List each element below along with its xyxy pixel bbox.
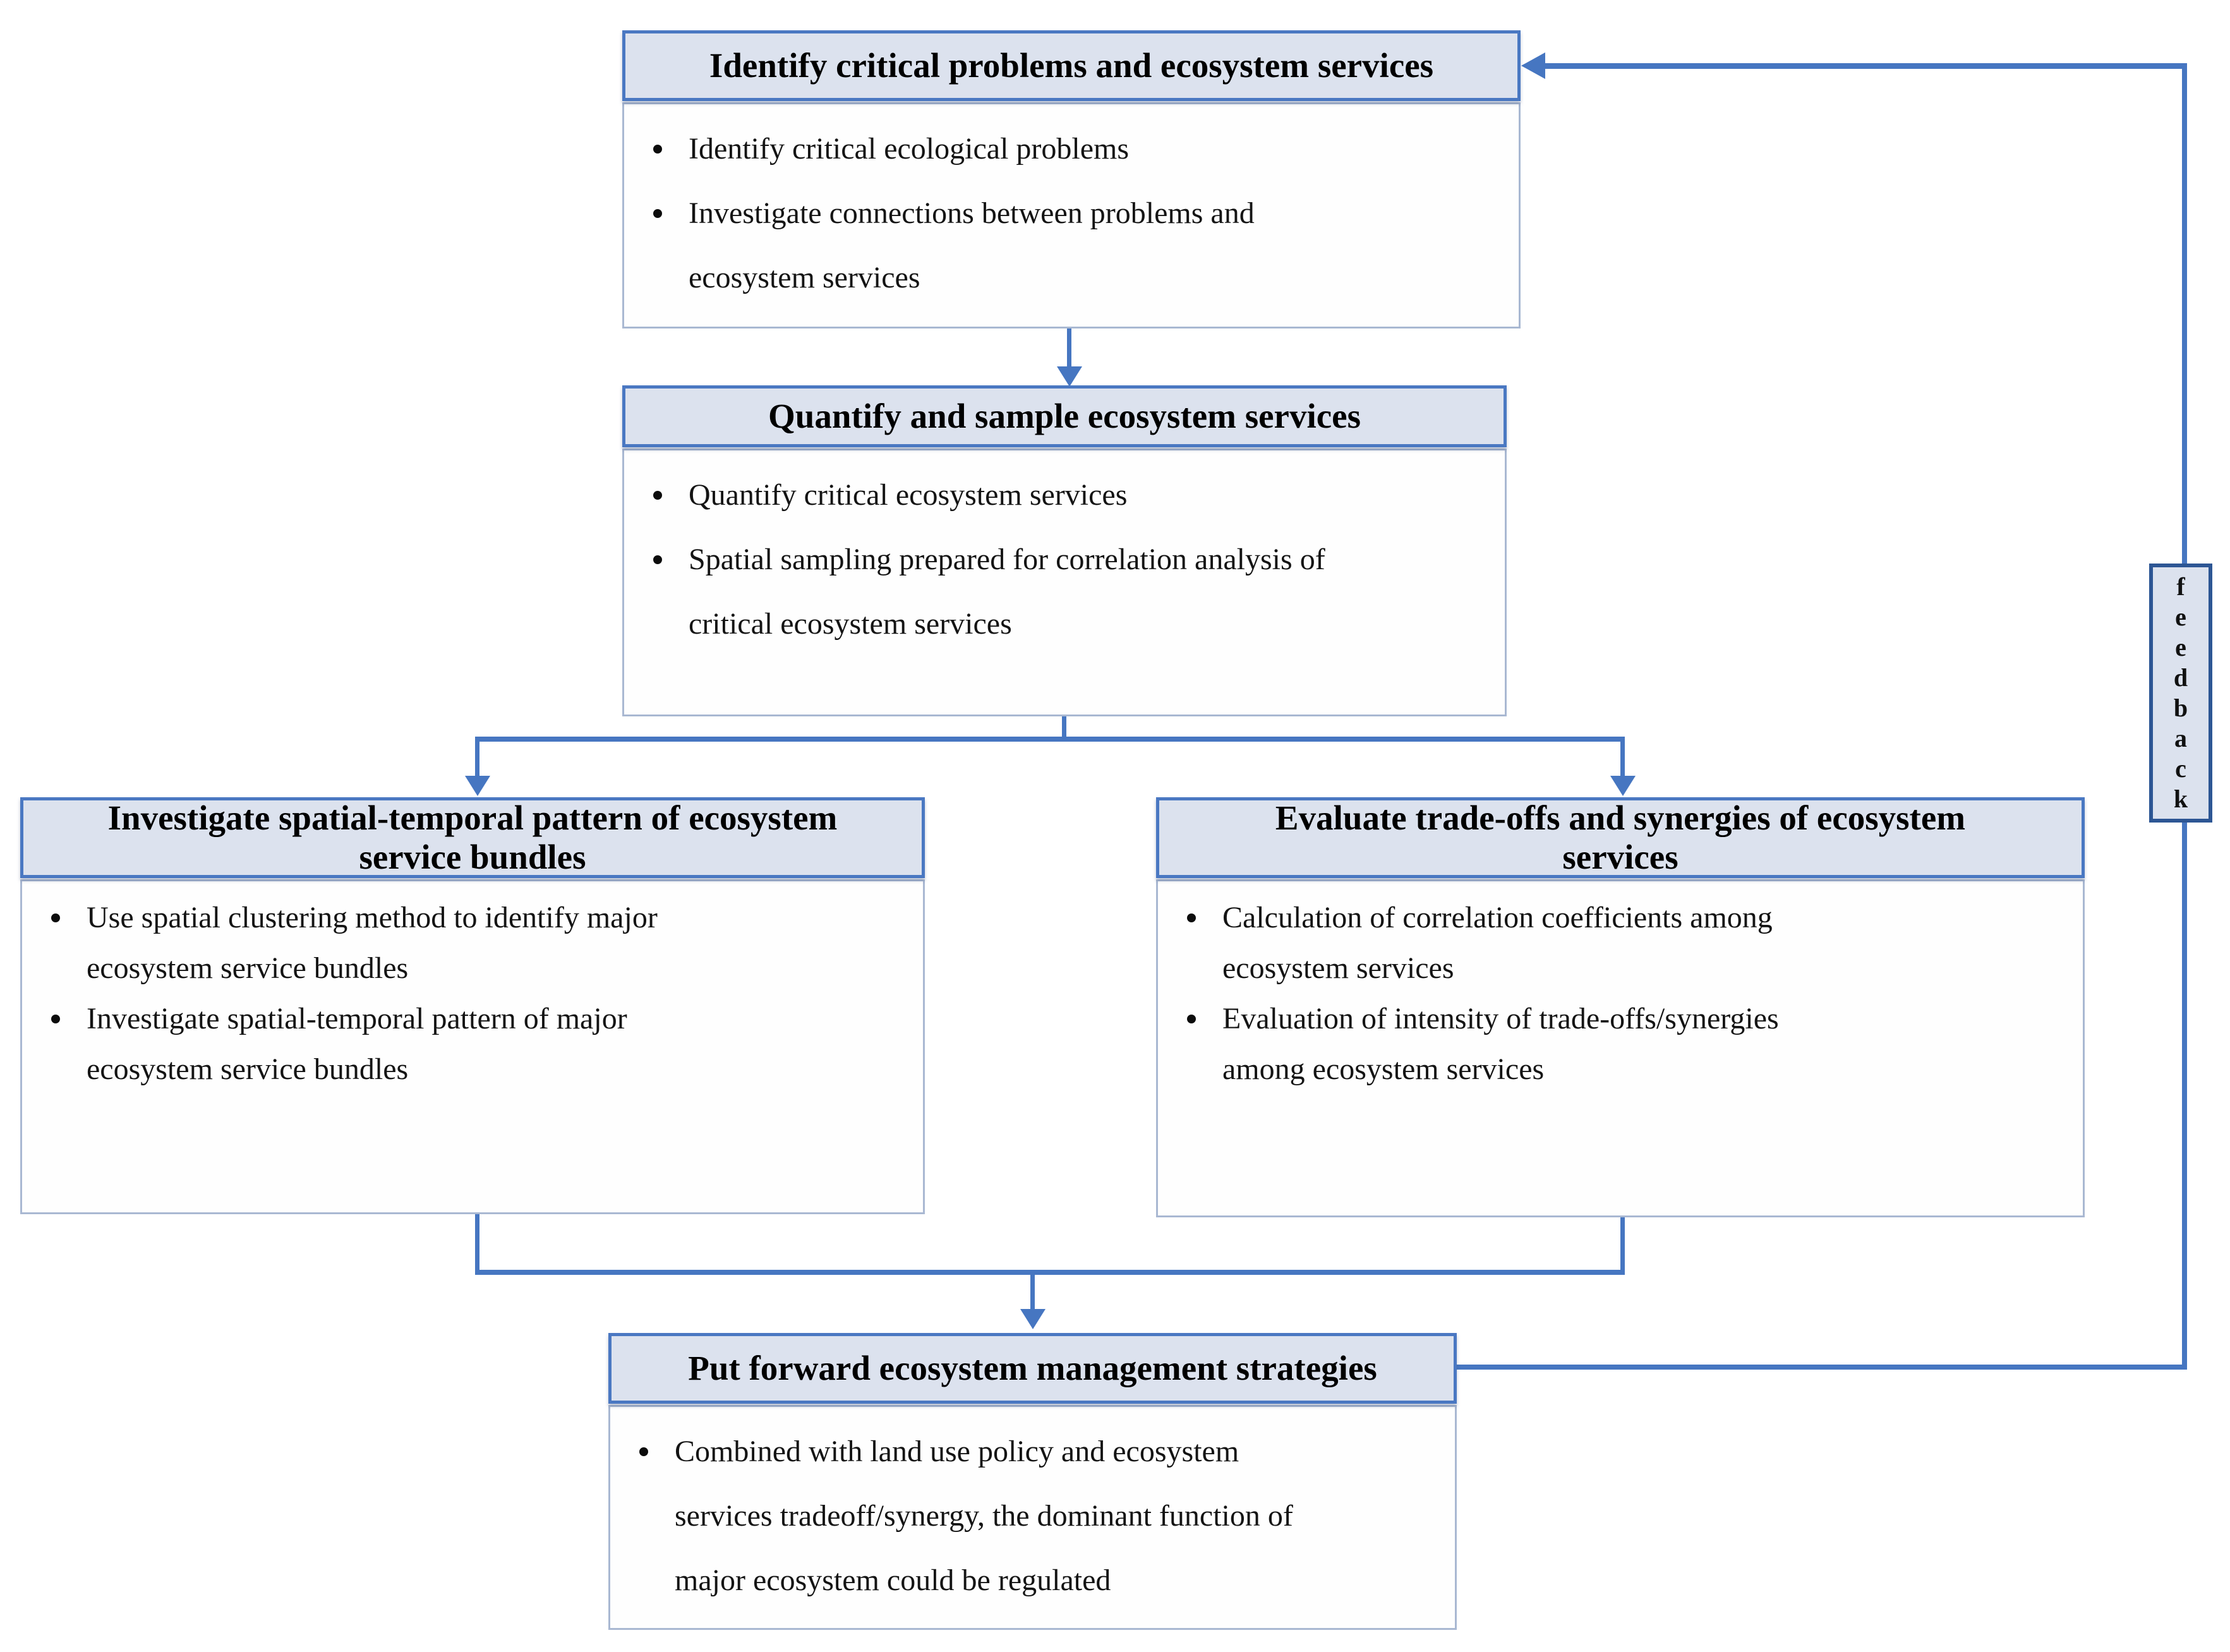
- box-evaluate-tradeoffs-body: Calculation of correlation coefficients …: [1156, 879, 2085, 1217]
- bullet-item: Evaluation of intensity of trade-offs/sy…: [1158, 994, 2083, 1095]
- box-spatial-temporal-pattern-body: Use spatial clustering method to identif…: [20, 879, 925, 1214]
- arrowhead-down-icon: [1610, 776, 1636, 796]
- feedback-letter: e: [2175, 633, 2186, 661]
- connector-feedback-bottom: [1457, 1365, 2187, 1370]
- bullet-item: Use spatial clustering method to identif…: [22, 893, 923, 994]
- bullet-item: Calculation of correlation coefficients …: [1158, 893, 2083, 994]
- box-management-strategies-body: Combined with land use policy and ecosys…: [608, 1405, 1457, 1630]
- connector-merge-horizontal: [475, 1270, 1625, 1275]
- feedback-letter: e: [2175, 603, 2186, 631]
- feedback-letter: c: [2175, 754, 2186, 783]
- bullet-item: Investigate connections between problems…: [624, 181, 1519, 310]
- box-identify-problems-header: Identify critical problems and ecosystem…: [622, 30, 1521, 101]
- connector-split-left: [475, 740, 479, 777]
- box-identify-problems: Identify critical problems and ecosystem…: [622, 30, 1521, 329]
- feedback-letter: b: [2173, 694, 2188, 722]
- feedback-letter: a: [2174, 724, 2187, 752]
- box-quantify-sample-header: Quantify and sample ecosystem services: [622, 385, 1507, 447]
- box-quantify-sample: Quantify and sample ecosystem services Q…: [622, 385, 1507, 716]
- arrowhead-down-icon: [1057, 366, 1082, 387]
- connector-merge-to-strategies: [1030, 1275, 1035, 1310]
- bullet-item: Investigate spatial-temporal pattern of …: [22, 994, 923, 1095]
- connector-split-horizontal: [475, 737, 1625, 742]
- bullet-item: Combined with land use policy and ecosys…: [610, 1420, 1455, 1613]
- box-management-strategies-header: Put forward ecosystem management strateg…: [608, 1333, 1457, 1404]
- feedback-letter: d: [2173, 663, 2188, 692]
- connector-merge-right: [1620, 1217, 1625, 1274]
- box-spatial-temporal-pattern: Investigate spatial-temporal pattern of …: [20, 797, 925, 1214]
- feedback-letter: f: [2176, 572, 2185, 601]
- arrowhead-down-icon: [1020, 1309, 1046, 1329]
- connector-feedback-top: [1545, 63, 2187, 69]
- box-evaluate-tradeoffs: Evaluate trade-offs and synergies of eco…: [1156, 797, 2085, 1217]
- connector-split-right: [1620, 740, 1625, 777]
- box-evaluate-tradeoffs-header: Evaluate trade-offs and synergies of eco…: [1156, 797, 2085, 878]
- arrowhead-left-icon: [1521, 52, 1545, 79]
- connector-identify-to-quantify: [1067, 329, 1071, 368]
- feedback-letter: k: [2173, 785, 2188, 813]
- bullet-item: Spatial sampling prepared for correlatio…: [624, 528, 1505, 656]
- connector-merge-left: [475, 1214, 479, 1274]
- bullet-item: Quantify critical ecosystem services: [624, 463, 1505, 528]
- arrowhead-down-icon: [465, 776, 490, 796]
- box-spatial-temporal-pattern-header: Investigate spatial-temporal pattern of …: [20, 797, 925, 878]
- connector-split-stub: [1062, 716, 1066, 740]
- box-management-strategies: Put forward ecosystem management strateg…: [608, 1333, 1457, 1630]
- bullet-item: Identify critical ecological problems: [624, 117, 1519, 181]
